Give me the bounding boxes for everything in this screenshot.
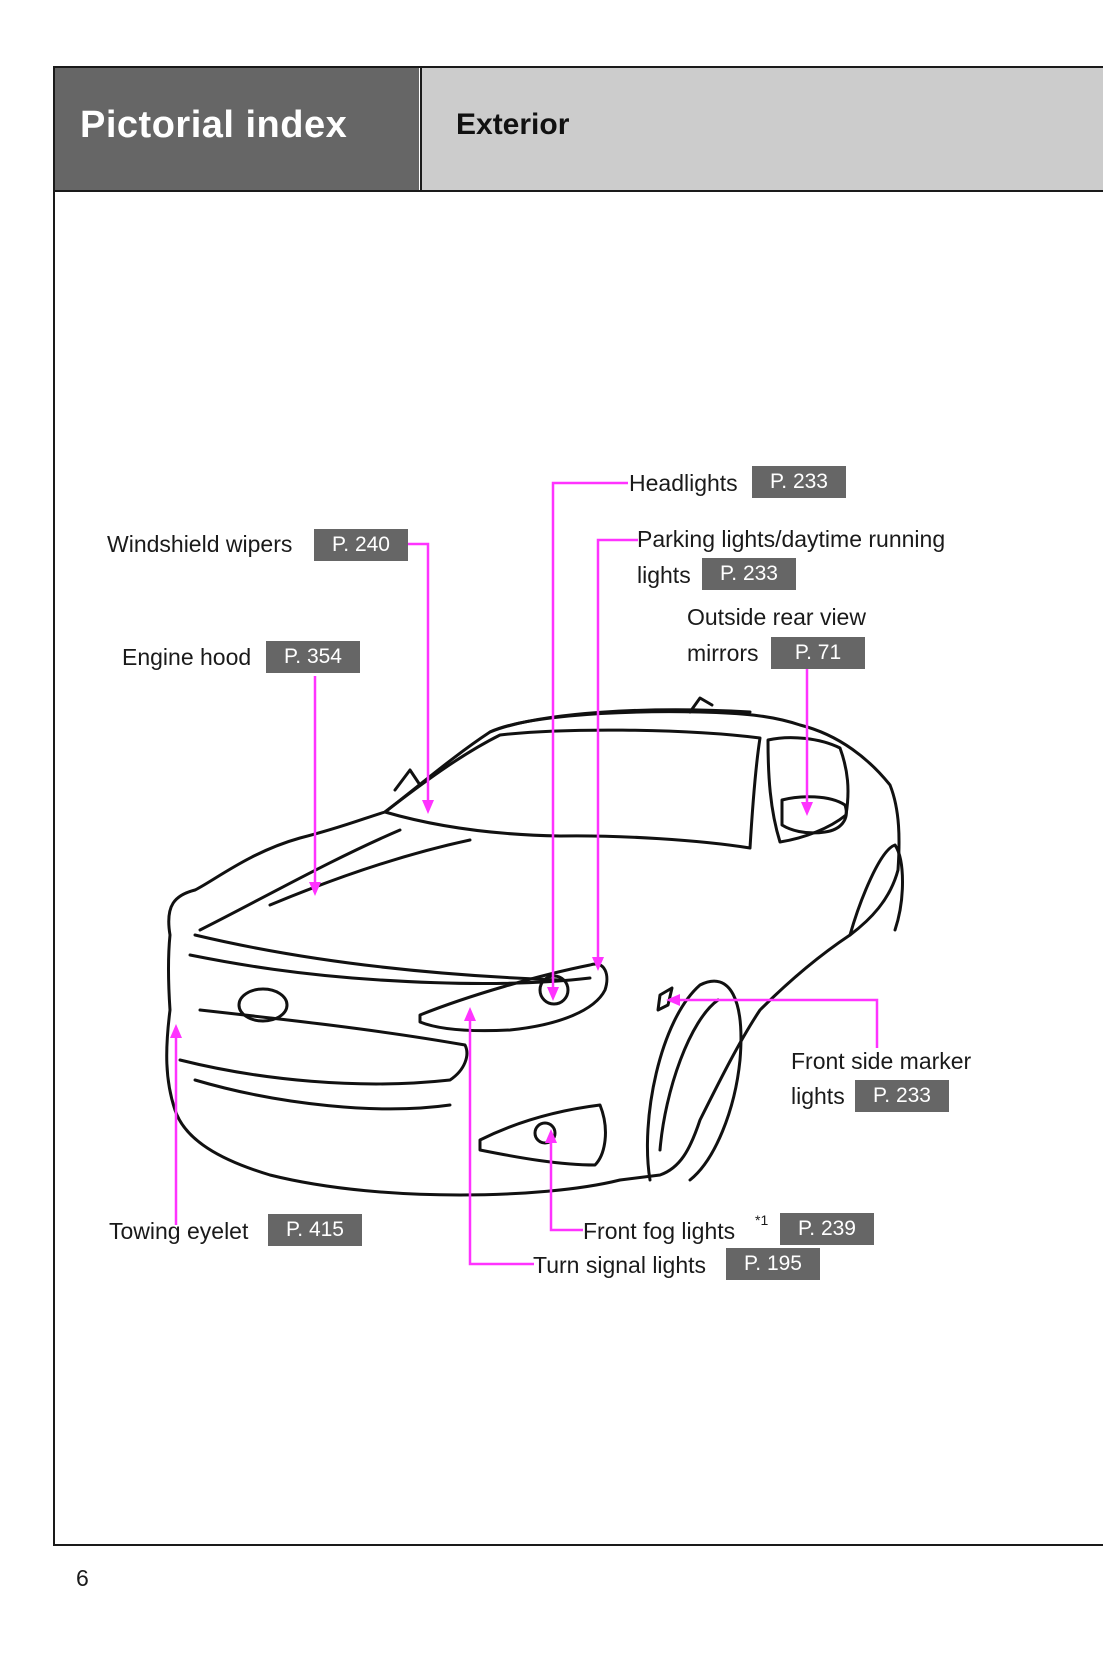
page-frame [53,66,1103,1546]
page-ref-turn-signal-lights[interactable]: P. 195 [726,1248,820,1280]
label-parking-lights-line2: lights [637,562,691,588]
leader-parking-lights [596,538,638,965]
label-windshield-wipers: Windshield wipers [107,531,293,557]
label-front-fog-lights: Front fog lights [583,1218,736,1244]
header-section-block [55,68,419,190]
leader-arrowheads [170,800,813,1143]
label-turn-signal-lights: Turn signal lights [533,1252,707,1278]
page-ref-engine-hood[interactable]: P. 354 [266,641,360,673]
page-ref-towing-eyelet[interactable]: P. 415 [268,1214,362,1246]
page-ref-front-fog-lights[interactable]: P. 239 [780,1213,874,1245]
label-outside-mirrors-line2: mirrors [687,640,759,666]
label-front-side-marker-line1: Front side marker [791,1048,972,1074]
label-engine-hood: Engine hood [122,644,252,670]
page-ref-front-side-marker[interactable]: P. 233 [855,1080,949,1112]
leader-front-side-marker [672,998,879,1048]
page-number: 6 [76,1565,89,1591]
header-divider [55,190,1103,192]
leader-front-fog-lights [549,1135,583,1232]
page-ref-windshield-wipers[interactable]: P. 240 [314,529,408,561]
label-parking-lights-line1: Parking lights/daytime running [637,526,946,552]
leader-turn-signal-lights [468,1013,534,1266]
label-front-side-marker-line2: lights [791,1083,845,1109]
leader-windshield-wipers [408,542,430,808]
page-ref-parking-lights[interactable]: P. 233 [702,558,796,590]
label-headlights: Headlights [629,470,738,496]
header-subsection-block [420,68,1103,190]
footnote-marker: *1 [755,1212,769,1228]
page-ref-headlights[interactable]: P. 233 [752,466,846,498]
page-ref-outside-mirrors[interactable]: P. 71 [771,637,865,669]
leader-lines [174,481,879,1266]
car-outline [165,696,904,1197]
label-outside-mirrors-line1: Outside rear view [687,604,866,630]
subsection-title: Exterior [456,108,570,141]
leader-headlights [551,481,628,995]
section-title: Pictorial index [80,104,348,146]
label-towing-eyelet: Towing eyelet [109,1218,249,1244]
